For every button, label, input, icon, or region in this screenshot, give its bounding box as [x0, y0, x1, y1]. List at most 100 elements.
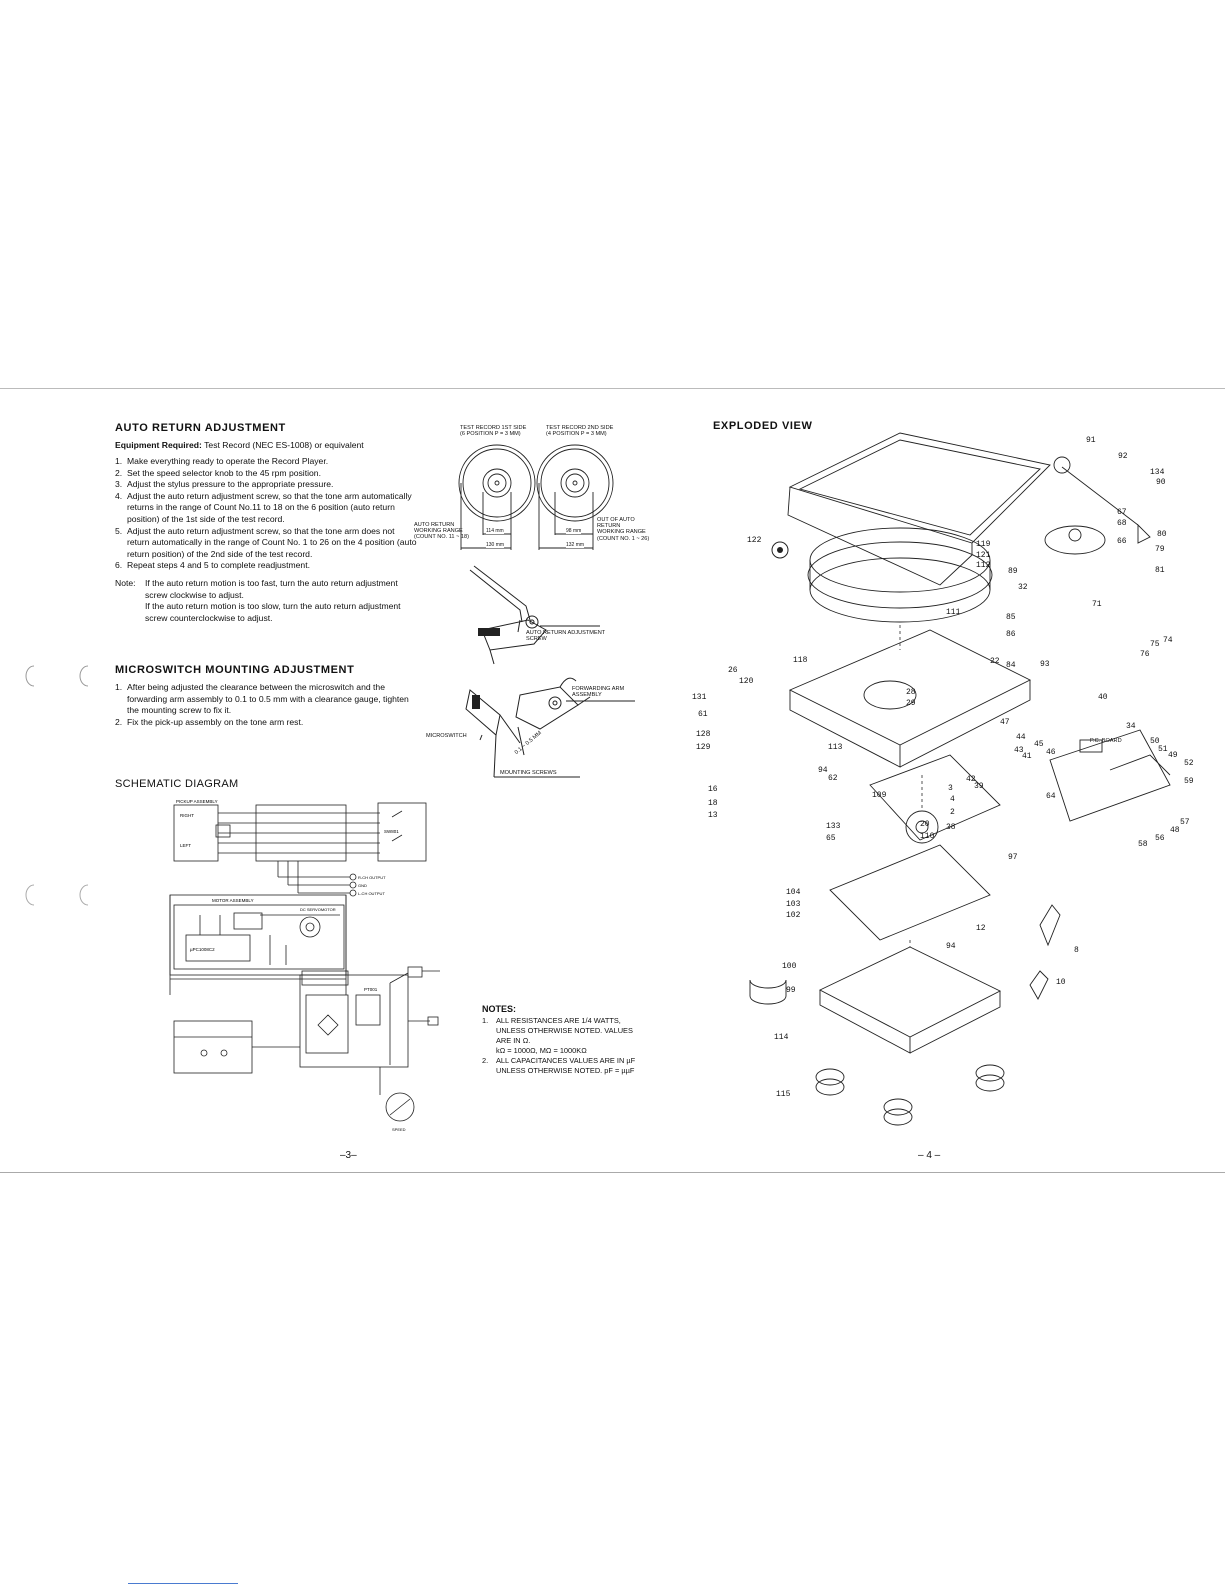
callout: 67 — [1117, 508, 1127, 517]
callout: 48 — [1170, 826, 1180, 835]
callout: 46 — [1046, 748, 1056, 757]
callout: 29 — [906, 699, 916, 708]
microswitch-steps: 1.After being adjusted the clearance bet… — [115, 682, 417, 728]
servo-text: DC SERVOMOTOR — [300, 907, 336, 912]
dim-98: 98 mm — [566, 528, 582, 534]
note-item: 2. ALL CAPACITANCES VALUES ARE IN µF UNL… — [482, 1056, 636, 1075]
callout: 113 — [828, 743, 843, 752]
callout: 115 — [776, 1090, 791, 1099]
callout: 134 — [1150, 468, 1165, 477]
notes-title: NOTES: — [482, 1004, 517, 1014]
callout: 4 — [950, 795, 955, 804]
callout: 99 — [786, 986, 796, 995]
callout: 61 — [698, 710, 708, 719]
microswitch-figure — [465, 677, 635, 778]
step: 1.Make everything ready to operate the R… — [115, 456, 329, 466]
callout: 40 — [1098, 693, 1108, 702]
callout: 12 — [976, 924, 986, 933]
callout: 122 — [747, 536, 762, 545]
step: 1.After being adjusted the clearance bet… — [115, 682, 409, 716]
callout: 38 — [946, 823, 956, 832]
callout: 131 — [692, 693, 707, 702]
bottom-rule — [0, 1172, 1225, 1173]
speed-text: SPEED — [392, 1127, 406, 1132]
page-number-right: – 4 – — [918, 1150, 941, 1161]
callout: 2 — [950, 808, 955, 817]
test-record-diagram — [458, 444, 614, 550]
callout: 41 — [1022, 752, 1032, 761]
equipment-label: Equipment Required: — [115, 440, 202, 450]
bottom-blue-mark — [128, 1583, 238, 1584]
callout: 133 — [826, 822, 841, 831]
callout: 102 — [786, 911, 801, 920]
note-item: 1. ALL RESISTANCES ARE 1/4 WATTS, UNLESS… — [482, 1016, 633, 1055]
callout: 32 — [1018, 583, 1028, 592]
auto-return-note: Note: If the auto return motion is too f… — [115, 578, 417, 624]
note-line: If the auto return motion is too slow, t… — [145, 601, 401, 623]
motor-text: MOTOR ASSEMBLY — [212, 898, 254, 903]
callout: 92 — [1118, 452, 1128, 461]
pickup-text: PICKUP ASSEMBLY — [176, 799, 218, 804]
equipment-value: Test Record (NEC ES-1008) or equivalent — [204, 440, 364, 450]
callout: 71 — [1092, 600, 1102, 609]
equipment-required: Equipment Required: Test Record (NEC ES-… — [115, 440, 415, 452]
mounting-screws-label: MOUNTING SCREWS — [500, 770, 557, 776]
r-out-text: R-CH OUTPUT — [358, 875, 386, 880]
auto-return-screw-figure — [469, 565, 600, 665]
callout: 119 — [976, 540, 991, 549]
callout: 51 — [1158, 745, 1168, 754]
callout: 100 — [782, 962, 797, 971]
callout: 75 — [1150, 640, 1160, 649]
page-number-left: –3– — [340, 1150, 357, 1161]
callout: 52 — [1184, 759, 1194, 768]
step: 4.Adjust the auto return adjustment scre… — [115, 490, 412, 524]
callout: 120 — [739, 677, 754, 686]
callout: 44 — [1016, 733, 1026, 742]
step: 2.Set the speed selector knob to the 45 … — [115, 467, 321, 478]
callout: 65 — [826, 834, 836, 843]
callout: 50 — [1150, 737, 1160, 746]
callout: 10 — [1056, 978, 1066, 987]
dim-130: 130 mm — [486, 542, 505, 548]
callout: 94 — [946, 942, 956, 951]
callout: 68 — [1117, 519, 1127, 528]
callout: 129 — [696, 743, 711, 752]
dim-114: 114 mm — [486, 528, 504, 534]
callout: 112 — [976, 561, 991, 570]
note-label: Note: — [115, 578, 136, 588]
gnd-text: GND — [358, 883, 367, 888]
auto-return-title: AUTO RETURN ADJUSTMENT — [115, 422, 286, 434]
callout: 8 — [1074, 946, 1079, 955]
callout: 34 — [1126, 722, 1136, 731]
callout: 114 — [774, 1033, 789, 1042]
callout: 111 — [946, 608, 961, 617]
callout: 66 — [1117, 537, 1127, 546]
callout: 97 — [1008, 853, 1018, 862]
schematic-title: SCHEMATIC DIAGRAM — [115, 778, 239, 790]
callout: 128 — [696, 730, 711, 739]
callout: 110 — [920, 832, 935, 841]
callout: 59 — [1184, 777, 1194, 786]
callout: 49 — [1168, 751, 1178, 760]
callout: 42 — [966, 775, 976, 784]
callout: 90 — [1156, 478, 1166, 487]
out-of-range-label: OUT OF AUTO RETURN WORKING RANGE (COUNT … — [597, 517, 650, 542]
callout: 62 — [828, 774, 838, 783]
callout: 91 — [1086, 436, 1096, 445]
pt-text: PT001 — [364, 987, 378, 992]
callout: 56 — [1155, 834, 1165, 843]
callout: 86 — [1006, 630, 1016, 639]
schematic-diagram: PICKUP ASSEMBLY RIGHT LEFT SW801 R-CH OU… — [169, 799, 440, 1132]
callout: 22 — [990, 657, 1000, 666]
forwarding-arm-label: FORWARDING ARM ASSEMBLY — [572, 686, 625, 699]
l-out-text: L-CH OUTPUT — [358, 891, 385, 896]
callout: 3 — [948, 784, 953, 793]
side1-caption: TEST RECORD 1ST SIDE (6 POSITION P = 3 m… — [460, 425, 527, 438]
callout: 74 — [1163, 636, 1173, 645]
callout: 47 — [1000, 718, 1010, 727]
callout: 84 — [1006, 661, 1016, 670]
exploded-view-drawing — [749, 432, 1171, 1126]
callout: 76 — [1140, 650, 1150, 659]
right-text: RIGHT — [180, 813, 194, 818]
auto-return-range-label: AUTO RETURN WORKING RANGE (COUNT NO. 11 … — [414, 522, 469, 541]
